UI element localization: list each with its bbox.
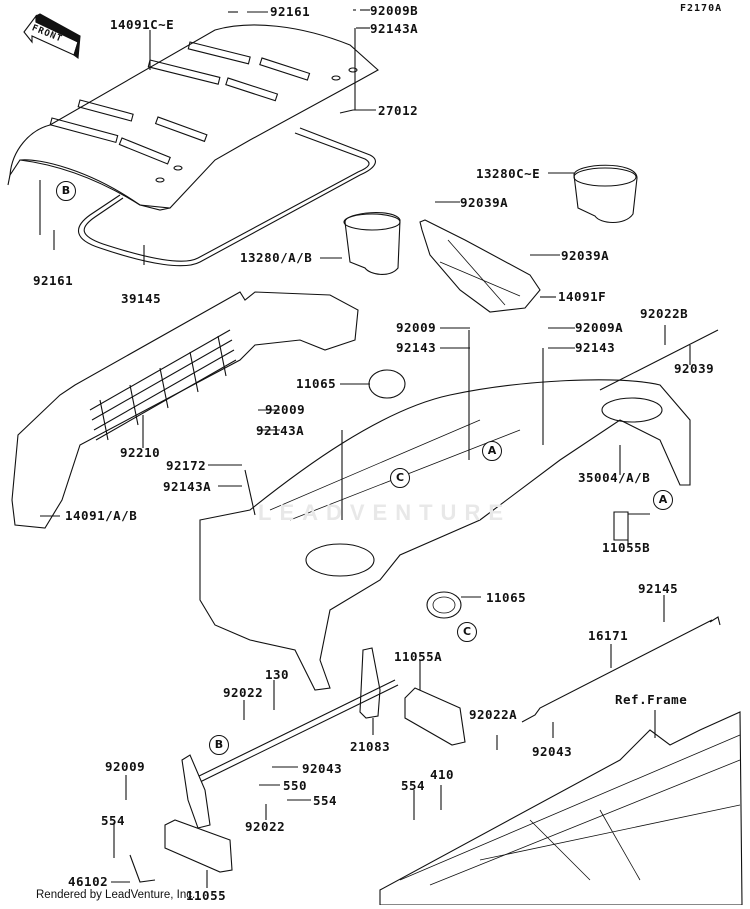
bracket-11055b <box>613 511 629 541</box>
part-label[interactable]: 92161 <box>270 4 311 19</box>
callout-c: C <box>457 622 477 642</box>
rod-16171 <box>521 616 721 723</box>
leader-lines <box>39 9 719 888</box>
part-label[interactable]: 92143 <box>396 340 437 355</box>
mount-bar <box>181 679 399 829</box>
part-label[interactable]: Ref.Frame <box>615 692 688 707</box>
part-label[interactable]: 92009 <box>105 759 146 774</box>
part-label[interactable]: 35004/A/B <box>578 470 651 485</box>
diagram-code: F2170A <box>680 3 723 14</box>
part-label[interactable]: 14091/A/B <box>65 508 138 523</box>
bracket-21083 <box>359 647 381 719</box>
part-label[interactable]: 92043 <box>302 761 343 776</box>
part-label[interactable]: 92039A <box>561 248 610 263</box>
part-label[interactable]: 13280C~E <box>476 166 541 181</box>
part-label[interactable]: 46102 <box>68 874 109 889</box>
callout-a: A <box>653 490 673 510</box>
cup-holder-13280 <box>343 212 401 275</box>
watermark: LEADVENTURE <box>258 500 512 525</box>
grille-panel <box>11 291 359 529</box>
part-label[interactable]: 92022A <box>469 707 518 722</box>
front-arrow-icon <box>23 13 81 60</box>
part-label[interactable]: 410 <box>430 767 455 782</box>
part-label[interactable]: 27012 <box>378 103 419 118</box>
part-label[interactable]: 550 <box>283 778 308 793</box>
rear-body <box>199 379 691 691</box>
part-label[interactable]: 16171 <box>588 628 629 643</box>
part-label[interactable]: 14091F <box>558 289 607 304</box>
part-label[interactable]: 92022B <box>640 306 689 321</box>
bracket-11055a <box>404 687 466 746</box>
part-label[interactable]: 11055A <box>394 649 443 664</box>
part-label[interactable]: 554 <box>401 778 426 793</box>
roof-panel <box>7 24 379 211</box>
callout-b: B <box>56 181 76 201</box>
part-label[interactable]: 92022 <box>223 685 264 700</box>
part-label[interactable]: 92161 <box>33 273 74 288</box>
part-label[interactable]: 92022 <box>245 819 286 834</box>
plate-11055 <box>164 819 233 873</box>
bracket-14091f <box>419 219 541 313</box>
cover-11065 <box>368 369 406 399</box>
footer-credit: Rendered by LeadVenture, Inc. <box>36 889 196 901</box>
part-label[interactable]: 554 <box>101 813 126 828</box>
clip-46102 <box>129 854 156 883</box>
part-label[interactable]: 11065 <box>486 590 527 605</box>
part-label[interactable]: 21083 <box>350 739 391 754</box>
part-label[interactable]: 554 <box>313 793 338 808</box>
part-label[interactable]: 92145 <box>638 581 679 596</box>
part-label[interactable]: 130 <box>265 667 290 682</box>
part-label[interactable]: 14091C~E <box>110 17 175 32</box>
part-label[interactable]: 92009 <box>265 402 306 417</box>
cup-holder-13280c <box>573 164 638 224</box>
part-label[interactable]: 92143A <box>370 21 419 36</box>
reference-frame <box>379 711 743 906</box>
part-label[interactable]: 92043 <box>532 744 573 759</box>
part-label[interactable]: 92210 <box>120 445 161 460</box>
callout-b: B <box>209 735 229 755</box>
cover-11065-lower <box>426 591 462 619</box>
part-label[interactable]: 92172 <box>166 458 207 473</box>
part-label[interactable]: 39145 <box>121 291 162 306</box>
part-label[interactable]: 92009B <box>370 3 419 18</box>
part-label[interactable]: 92039A <box>460 195 509 210</box>
part-label[interactable]: 92009 <box>396 320 437 335</box>
part-label[interactable]: 13280/A/B <box>240 250 313 265</box>
part-label[interactable]: 92143A <box>163 479 212 494</box>
part-label[interactable]: 11055B <box>602 540 651 555</box>
part-label[interactable]: 92039 <box>674 361 715 376</box>
part-label[interactable]: 92143A <box>256 423 305 438</box>
roof-seal <box>78 127 376 267</box>
callout-c: C <box>390 468 410 488</box>
part-label[interactable]: 11065 <box>296 376 337 391</box>
part-label[interactable]: 92009A <box>575 320 624 335</box>
part-label[interactable]: 92143 <box>575 340 616 355</box>
callout-a: A <box>482 441 502 461</box>
part-label[interactable]: 11055 <box>186 888 227 903</box>
